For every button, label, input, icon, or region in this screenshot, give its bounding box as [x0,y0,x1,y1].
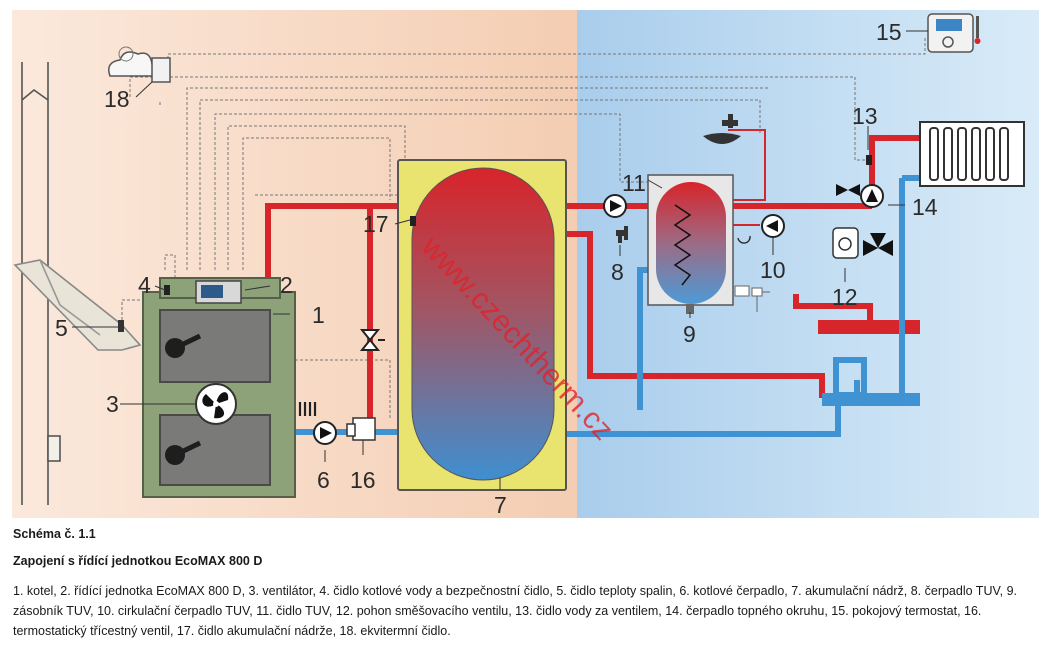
radiator-icon [919,121,1025,187]
label-leader-lines [72,30,928,490]
label-7: 7 [494,492,507,518]
label-4: 4 [138,272,151,298]
label-3: 3 [106,391,119,417]
label-11: 11 [622,170,646,196]
scheme-number: Schéma č. 1.1 [13,527,96,541]
label-6: 6 [317,467,330,493]
check-valve-icon [359,329,385,351]
accumulation-tank [397,159,567,491]
label-10: 10 [760,257,786,283]
label-9: 9 [683,321,696,347]
controller-ecomax [195,280,242,304]
circulation-pump-icon [737,214,785,244]
tap-icon-shower [703,114,741,144]
sensor-13 [866,155,872,165]
cool-zone-background [577,10,1039,518]
cold-manifold-cap [833,357,867,398]
room-thermostat-icon [927,13,981,53]
figure-caption: Schéma č. 1.1 Zapojení s řídící jednotko… [13,527,1038,641]
label-14: 14 [912,194,938,220]
heating-pump-icon [836,184,884,208]
label-1: 1 [312,302,325,328]
hot-manifold-bar [818,320,920,334]
label-17: 17 [363,211,389,237]
weather-sensor-icon [108,46,171,83]
label-13: 13 [852,103,878,129]
label-8: 8 [611,259,624,285]
tuv-pump-icon [603,194,627,218]
fan-icon [195,383,237,425]
heating-scheme-diagram: 1 2 3 4 5 6 7 8 9 10 11 12 13 14 15 16 1… [12,10,1039,518]
legend-text: 1. kotel, 2. řídící jednotka EcoMAX 800 … [13,584,1018,638]
label-5: 5 [55,315,68,341]
label-18: 18 [104,86,130,112]
hot-circulation-loop [728,129,766,226]
label-2: 2 [280,272,293,298]
radiator-small-icon [298,402,317,416]
hot-manifold-riser [793,294,873,320]
scheme-title: Zapojení s řídící jednotkou EcoMAX 800 D [13,554,263,568]
tuv-tank [647,174,734,314]
tap-icon-drain [616,226,628,243]
label-16: 16 [350,467,376,493]
label-12: 12 [832,284,858,310]
label-15: 15 [876,19,902,45]
boiler-pump-icon [313,421,337,445]
safety-valve-group [734,285,770,312]
mixing-valve-actuator-icon [832,227,893,259]
thermostatic-valve-icon [346,417,376,441]
